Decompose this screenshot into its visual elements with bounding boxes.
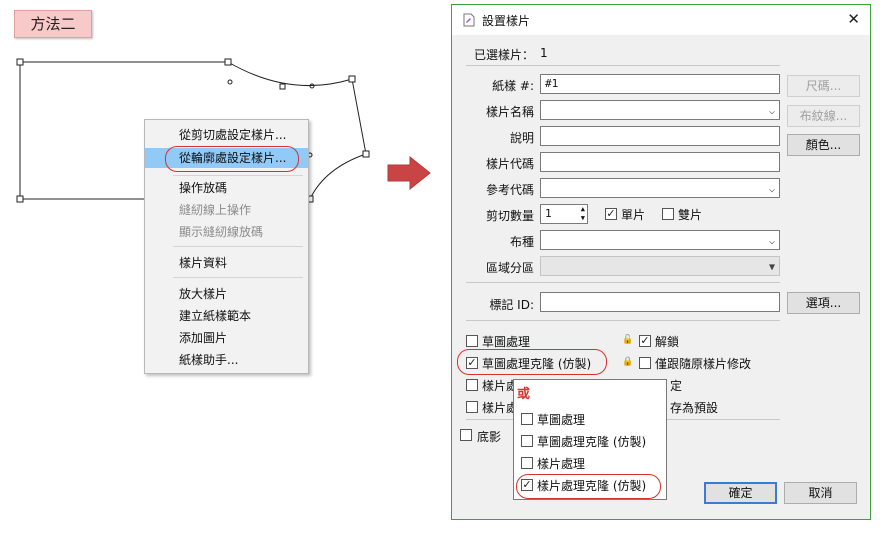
lock-icon: 🔒 <box>622 357 634 367</box>
draft-checkbox[interactable] <box>466 335 478 347</box>
stepper-arrows-icon[interactable]: ▲▼ <box>580 205 585 222</box>
mark-id-label: 標記 ID: <box>489 298 534 312</box>
piece-label: 樣片處 <box>482 379 519 393</box>
divider <box>466 282 780 283</box>
follow-origin-checkbox[interactable] <box>639 357 651 369</box>
paper-label: 紙樣 #: <box>492 79 534 93</box>
popup-piece-checkbox[interactable] <box>521 457 533 469</box>
menu-item-create-template[interactable]: 建立紙樣範本 <box>179 309 252 323</box>
menu-item-piece-info[interactable]: 樣片資料 <box>179 256 228 270</box>
menu-item-set-from-outline[interactable]: 從輪廓處設定樣片... <box>145 148 308 168</box>
annotation-circle <box>516 474 661 499</box>
popup-piece-label: 樣片處理 <box>537 457 586 471</box>
unlock-icon: 🔓 <box>622 335 634 345</box>
piece-clone-checkbox[interactable] <box>466 401 478 413</box>
single-checkbox[interactable]: ✓ <box>605 207 617 220</box>
chevron-down-icon: ⌵ <box>768 236 775 247</box>
cut-quantity-stepper[interactable]: 1 ▲▼ <box>540 204 588 224</box>
piece-name-label: 樣片名稱 <box>485 105 534 119</box>
document-icon <box>463 13 475 27</box>
menu-item-pattern-assistant[interactable]: 紙樣助手... <box>179 353 239 367</box>
menu-item-set-from-cut[interactable]: 從剪切處設定樣片... <box>179 128 287 142</box>
close-icon[interactable]: ✕ <box>847 10 860 28</box>
menu-item-zoom-piece[interactable]: 放大樣片 <box>179 287 228 301</box>
menu-separator <box>173 277 303 278</box>
ref-code-combo[interactable]: ⌵ <box>540 178 780 198</box>
piece-checkbox[interactable] <box>466 379 478 391</box>
divider <box>466 320 780 321</box>
menu-separator <box>173 246 303 247</box>
divider <box>466 65 780 66</box>
ok-button[interactable]: 確定 <box>704 482 777 504</box>
chevron-down-icon: ⌵ <box>768 106 775 117</box>
selected-pieces-label: 已選樣片： <box>474 48 535 62</box>
fabric-combo[interactable]: ⌵ <box>540 230 780 250</box>
cut-quantity-label: 剪切數量 <box>485 209 534 223</box>
popup-draft-clone-label: 草圖處理克隆 (仿製) <box>537 435 647 449</box>
menu-item-seam-op: 縫紉線上操作 <box>179 203 252 217</box>
unlock-checkbox[interactable]: ✓ <box>639 334 651 347</box>
shadow-checkbox[interactable] <box>460 429 472 441</box>
popup-draft-clone-checkbox[interactable] <box>521 435 533 447</box>
piece-code-label: 樣片代碼 <box>485 157 534 171</box>
color-button[interactable]: 顏色... <box>787 134 860 156</box>
description-input[interactable] <box>540 126 780 146</box>
draft-clone-label: 草圖處理克隆 (仿製) <box>482 357 592 371</box>
cancel-button[interactable]: 取消 <box>784 482 857 504</box>
annotation-circle <box>165 146 299 172</box>
selected-pieces-value: 1 <box>540 46 548 60</box>
draft-label: 草圖處理 <box>482 335 531 349</box>
double-checkbox[interactable] <box>662 208 674 220</box>
popup-draft-checkbox[interactable] <box>521 413 533 425</box>
right-cut-text-1: 定 <box>670 379 683 393</box>
piece-code-input[interactable] <box>540 152 780 172</box>
dropdown-arrow-icon: ▼ <box>768 262 775 273</box>
pattern-piece-outline[interactable] <box>0 0 440 230</box>
menu-item-add-image[interactable]: 添加圖片 <box>179 331 228 345</box>
menu-item-show-seam-grade: 顯示縫紉線放碼 <box>179 225 264 239</box>
single-label: 單片 <box>621 208 646 222</box>
paper-number-input[interactable]: #1 <box>540 74 780 94</box>
menu-separator <box>173 175 303 176</box>
zone-label: 區域分區 <box>485 261 534 275</box>
piece-name-combo[interactable]: ⌵ <box>540 100 780 120</box>
popup-piece-clone-label: 樣片處理克隆 (仿製) <box>537 479 647 493</box>
menu-item-grade[interactable]: 操作放碼 <box>179 181 228 195</box>
double-label: 雙片 <box>678 208 703 222</box>
annotation-circle <box>457 349 607 375</box>
save-default-label: 存為預設 <box>670 401 719 415</box>
dialog-title: 設置樣片 <box>482 14 531 28</box>
follow-origin-label: 僅跟隨原樣片修改 <box>655 357 752 371</box>
zone-combo: ▼ <box>540 256 780 276</box>
alternative-options-popup: 或 草圖處理 草圖處理克隆 (仿製) 樣片處理 ✓ 樣片處理克隆 (仿製) <box>513 379 667 500</box>
ref-code-label: 參考代碼 <box>485 183 534 197</box>
dialog-titlebar: 設置樣片 ✕ <box>452 5 870 35</box>
unlock-label: 解鎖 <box>655 335 680 349</box>
size-button: 尺碼... <box>787 75 860 97</box>
cut-quantity-value: 1 <box>545 207 552 220</box>
chevron-down-icon: ⌵ <box>768 184 775 195</box>
context-menu: 從剪切處設定樣片... 從輪廓處設定樣片... 操作放碼 縫紉線上操作 顯示縫紉… <box>144 119 309 374</box>
grainline-button: 布紋線... <box>787 105 860 127</box>
method-label: 方法二 <box>14 10 92 38</box>
popup-title: 或 <box>517 387 531 402</box>
description-label: 說明 <box>509 131 534 145</box>
fabric-label: 布種 <box>509 235 534 249</box>
mark-id-input[interactable] <box>540 292 780 312</box>
right-arrow-icon <box>387 155 431 191</box>
piece-clone-label: 樣片處 <box>482 401 519 415</box>
popup-draft-label: 草圖處理 <box>537 413 586 427</box>
shadow-label: 底影 <box>477 430 502 444</box>
options-button[interactable]: 選項... <box>787 292 860 314</box>
